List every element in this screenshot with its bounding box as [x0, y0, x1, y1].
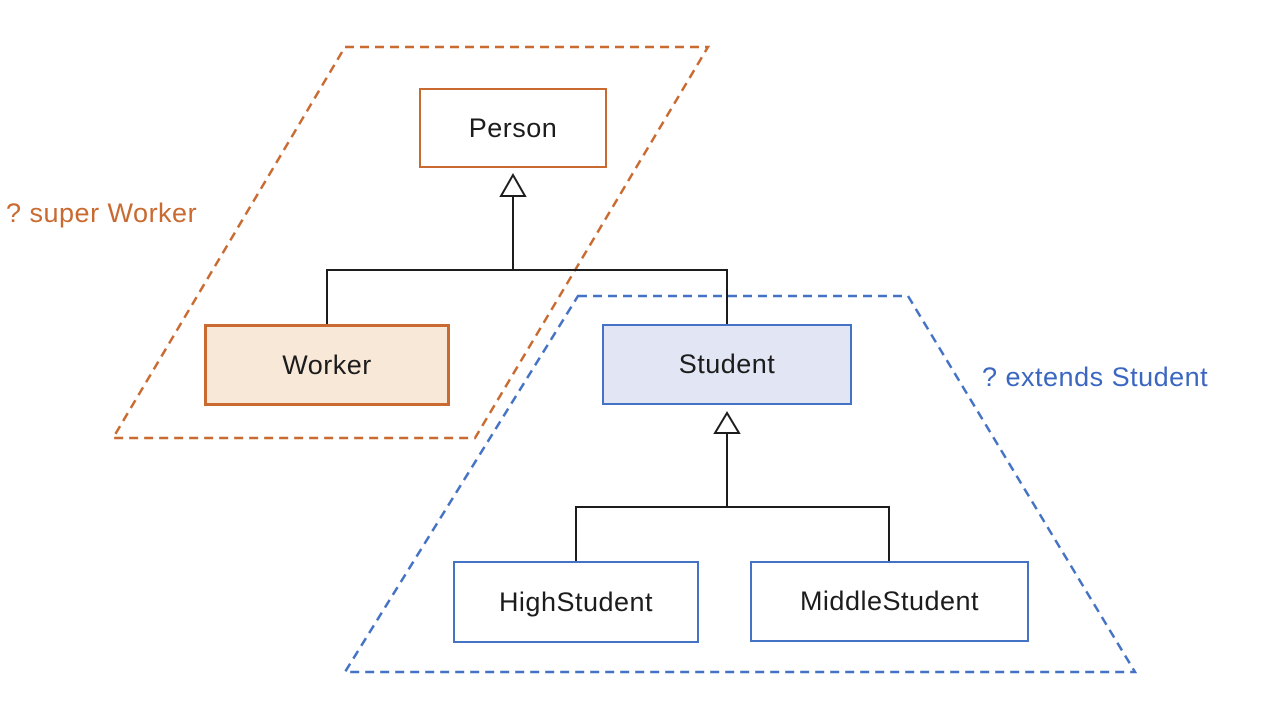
node-worker-label: Worker — [282, 349, 372, 380]
extends-student-region-label: ? extends Student — [982, 362, 1209, 392]
node-highstudent-label: HighStudent — [498, 586, 654, 617]
node-person: Person — [419, 88, 607, 168]
node-highstudent: HighStudent — [453, 561, 699, 643]
node-student-label: Student — [678, 349, 776, 379]
super-worker-region-outline — [110, 45, 711, 440]
extends-student-region-outline — [342, 294, 1138, 674]
node-student: Student — [602, 324, 852, 405]
inheritance-arrowhead-student — [713, 411, 741, 434]
inheritance-arrowhead-person — [499, 172, 527, 197]
edge-worker-student-to-person — [326, 269, 728, 324]
edge-highstudent-middlestudent-to-student — [575, 506, 890, 561]
node-worker: Worker — [204, 324, 450, 406]
node-middlestudent: MiddleStudent — [750, 561, 1029, 642]
node-person-label: Person — [468, 112, 558, 143]
super-worker-region-label: ? super Worker — [6, 198, 198, 228]
node-middlestudent-label: MiddleStudent — [799, 586, 980, 616]
